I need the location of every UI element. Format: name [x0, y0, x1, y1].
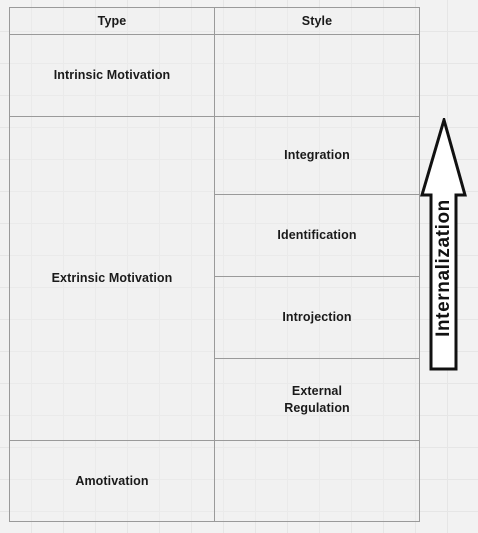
type-cell-amotivation: Amotivation — [10, 441, 214, 521]
type-label-intrinsic: Intrinsic Motivation — [53, 68, 171, 82]
type-label-amotivation: Amotivation — [75, 473, 149, 488]
type-cell-extrinsic: Extrinsic Motivation — [10, 117, 214, 440]
type-label-extrinsic: Extrinsic Motivation — [51, 271, 173, 285]
header-style: Style — [215, 8, 419, 34]
motivation-table: Type Style Intrinsic Motivation Extrinsi… — [9, 7, 420, 522]
internalization-label: Internalization — [433, 199, 454, 337]
style-label-integration: Integration — [284, 147, 350, 164]
style-label-external-regulation-line1: External — [291, 383, 343, 398]
style-label-external-regulation-line2: Regulation — [284, 400, 350, 415]
style-label-identification-line1: Identification — [277, 228, 357, 242]
style-label-introjection-line1: Introjection — [282, 310, 352, 324]
type-cell-intrinsic: Intrinsic Motivation — [10, 35, 214, 116]
style-cell-identification: Identification — [215, 195, 419, 276]
style-label-identification: Identification — [277, 227, 356, 244]
up-arrow-icon — [419, 118, 467, 371]
style-label-external-regulation: External Regulation — [284, 383, 350, 417]
column-divider — [214, 8, 215, 521]
style-cell-introjection: Introjection — [215, 277, 419, 358]
row-divider-introjection — [215, 358, 419, 359]
style-cell-integration: Integration — [215, 117, 419, 194]
internalization-arrow — [419, 118, 467, 371]
style-cell-amotivation — [215, 441, 419, 521]
row-divider-integration — [215, 194, 419, 195]
style-label-introjection: Introjection — [282, 309, 351, 326]
header-type: Type — [10, 8, 214, 34]
style-cell-external-regulation: External Regulation — [215, 359, 419, 440]
header-style-label: Style — [301, 13, 333, 28]
style-label-integration-line1: Integration — [284, 148, 350, 162]
style-cell-intrinsic — [215, 35, 419, 116]
row-divider-identification — [215, 276, 419, 277]
header-type-label: Type — [97, 13, 127, 28]
